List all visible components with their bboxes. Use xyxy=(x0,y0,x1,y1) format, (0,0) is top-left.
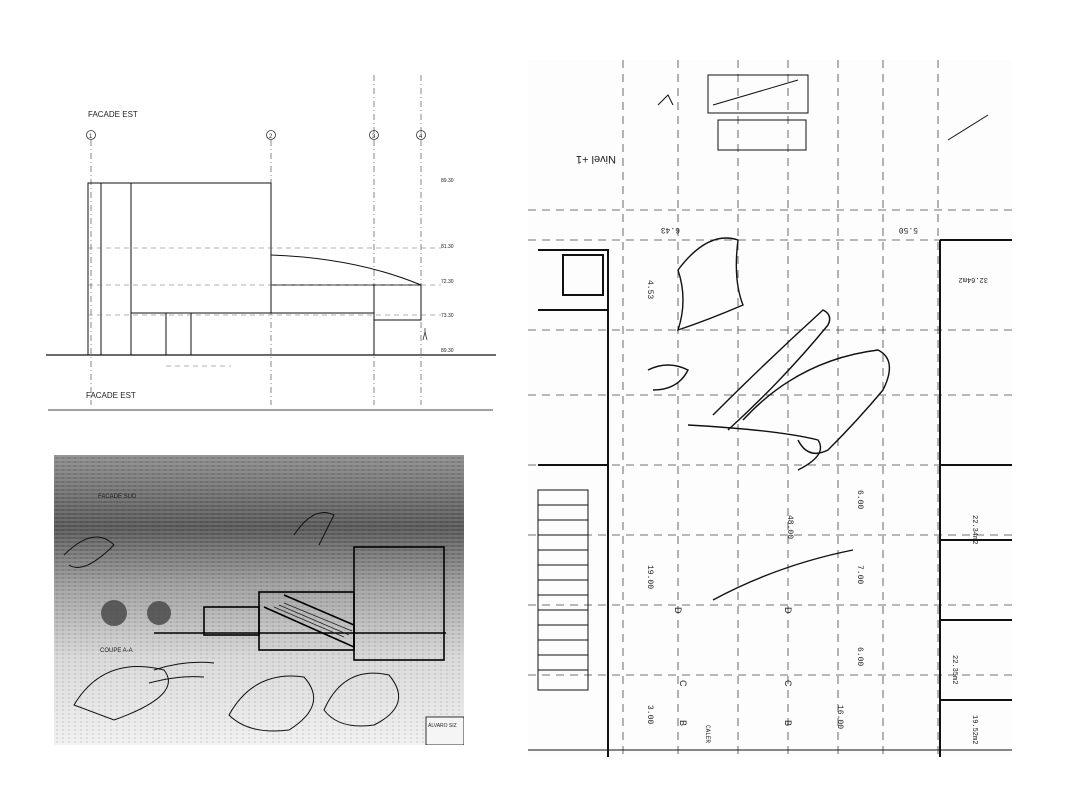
dim-4-53: 4.53 xyxy=(645,280,654,299)
dim-3-00: 3.00 xyxy=(645,705,654,724)
dim-6-00-b: 6.00 xyxy=(855,647,864,666)
trees xyxy=(101,600,171,626)
marker-b-left: B xyxy=(678,720,688,726)
section-building xyxy=(154,546,446,661)
dim-7-00: 7.00 xyxy=(855,565,864,584)
dim-6-43: 6.43 xyxy=(661,225,680,234)
dim-19-00: 19.00 xyxy=(645,565,654,589)
sketch-strokes xyxy=(63,512,399,732)
section-svg: FACADE SUD COUPE A-A xyxy=(54,455,464,745)
level-label-4: 73.30 xyxy=(441,313,454,319)
grid-label-3: 3 xyxy=(372,134,376,140)
elevation-svg: FACADE EST 1 2 3 4 xyxy=(46,75,496,411)
section-label-coupe: COUPE A-A xyxy=(100,648,133,654)
building-outline xyxy=(46,182,496,356)
floor-plan: Nivel +1 6.43 5.50 4.53 48.00 6.00 7.00 … xyxy=(528,60,1012,757)
section-sketch: FACADE SUD COUPE A-A xyxy=(54,455,464,745)
grid-label-1: 1 xyxy=(89,134,93,140)
dim-5-50: 5.50 xyxy=(899,225,918,234)
dim-6-00-a: 6.00 xyxy=(855,490,864,509)
handwritten-notes xyxy=(657,74,989,151)
room-area-3: 22.35m2 xyxy=(950,655,958,684)
human-figure xyxy=(422,328,428,341)
sculpture-sketch xyxy=(647,237,891,601)
plan-walls xyxy=(528,239,1012,757)
title-block xyxy=(425,716,464,745)
dim-16-00: 16.00 xyxy=(835,705,844,729)
title-block-text: ÁLVARO SIZ xyxy=(428,722,457,729)
marker-c-right: C xyxy=(783,680,793,687)
stair-hatch xyxy=(273,602,353,638)
grid-label-4: 4 xyxy=(419,134,423,140)
stair-treads xyxy=(537,489,589,691)
level-label: Nivel +1 xyxy=(576,153,616,165)
level-label-1: 89.30 xyxy=(441,178,454,184)
elevation-title-bottom: FACADE EST xyxy=(86,391,136,400)
level-label-5: 89.30 xyxy=(441,348,454,354)
caller-label: CALER xyxy=(704,725,711,743)
room-area-4: 19.52m2 xyxy=(970,715,978,744)
room-area-2: 22.34m2 xyxy=(970,515,978,544)
level-label-3: 72.30 xyxy=(441,279,454,285)
marker-d-right: D xyxy=(783,607,793,614)
dim-48-00: 48.00 xyxy=(785,515,794,539)
marker-c-left: C xyxy=(678,680,688,687)
marker-b-right: B xyxy=(783,720,793,726)
room-area-1: 32.64m2 xyxy=(959,275,988,283)
elevation-title-top: FACADE EST xyxy=(88,110,138,119)
section-label-sud: FACADE SUD xyxy=(98,494,137,500)
grid-bubbles xyxy=(86,130,426,140)
grid-label-2: 2 xyxy=(269,134,273,140)
elevation-drawing: FACADE EST 1 2 3 4 xyxy=(46,70,496,415)
plan-svg: Nivel +1 6.43 5.50 4.53 48.00 6.00 7.00 … xyxy=(528,60,1012,757)
marker-d-left: D xyxy=(673,607,683,614)
level-lines xyxy=(88,247,441,367)
level-label-2: 81.30 xyxy=(441,244,454,250)
